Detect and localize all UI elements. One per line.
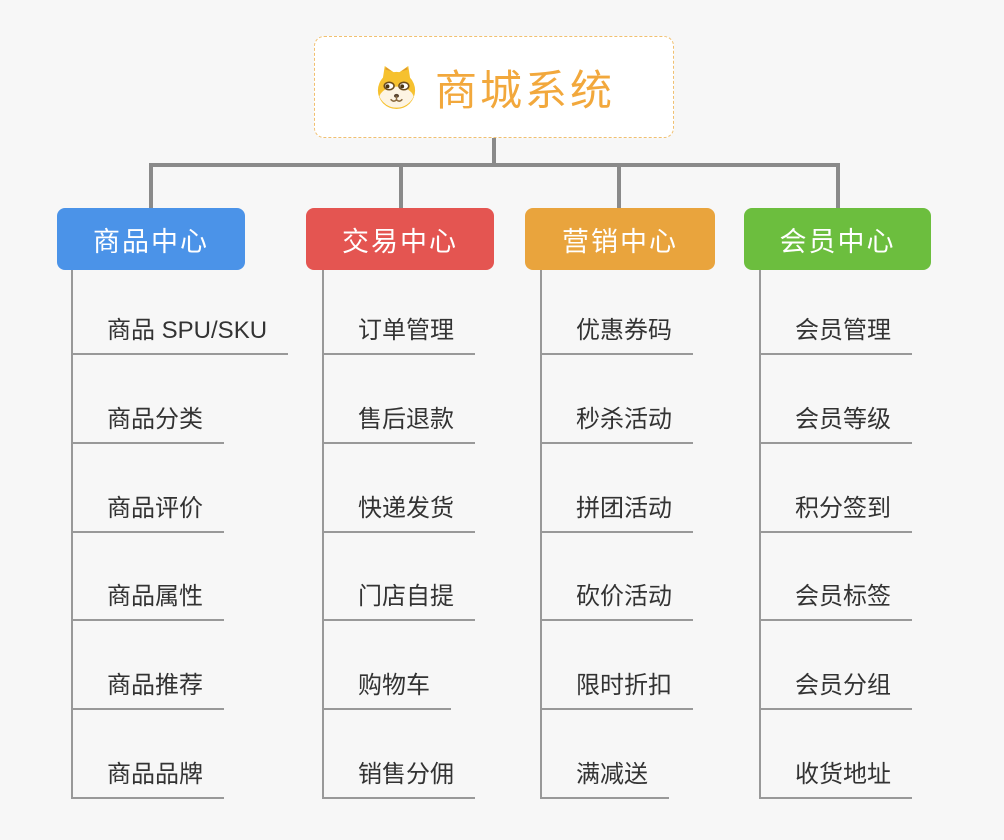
connector-drop-product — [149, 163, 153, 208]
connector-drop-marketing — [617, 163, 621, 208]
leaf-label: 拼团活动 — [542, 488, 693, 533]
leaf-label: 会员标签 — [761, 576, 912, 622]
leaf-node[interactable]: 会员标签 — [761, 533, 912, 622]
leaf-node[interactable]: 拼团活动 — [542, 444, 693, 533]
leaf-label: 会员等级 — [761, 399, 912, 444]
leaf-label: 商品 SPU/SKU — [73, 310, 289, 355]
branch-label: 商品中心 — [93, 226, 209, 257]
root-title: 商城系统 — [434, 66, 615, 114]
branch-label: 交易中心 — [342, 226, 458, 257]
branch-node-product-center[interactable]: 商品中心 — [57, 208, 245, 270]
leaf-label: 优惠券码 — [542, 310, 693, 355]
leaf-label: 收货地址 — [761, 754, 912, 799]
branch-node-marketing-center[interactable]: 营销中心 — [525, 208, 715, 270]
leaf-node[interactable]: 商品分类 — [73, 355, 288, 444]
leaf-node[interactable]: 会员等级 — [761, 355, 912, 444]
leaf-label: 商品评价 — [73, 488, 224, 533]
leaf-node[interactable]: 商品评价 — [73, 444, 288, 533]
leaf-node[interactable]: 秒杀活动 — [542, 355, 693, 444]
leaf-node[interactable]: 收货地址 — [761, 710, 912, 799]
leaf-label: 砍价活动 — [542, 576, 693, 622]
leaf-label: 会员分组 — [761, 665, 912, 711]
leaf-node[interactable]: 售后退款 — [324, 355, 475, 444]
leaf-node[interactable]: 积分签到 — [761, 444, 912, 533]
leaf-node[interactable]: 订单管理 — [324, 270, 475, 355]
branch-node-member-center[interactable]: 会员中心 — [744, 208, 931, 270]
connector-horizontal — [149, 163, 840, 167]
connector-drop-member — [836, 163, 840, 208]
leaf-label: 限时折扣 — [542, 665, 693, 711]
leaf-label: 售后退款 — [324, 399, 475, 444]
leaf-label: 购物车 — [324, 665, 451, 711]
leaf-node[interactable]: 限时折扣 — [542, 621, 693, 711]
leaf-label: 商品分类 — [73, 399, 224, 444]
leaf-label: 商品属性 — [73, 576, 224, 622]
leaf-node[interactable]: 优惠券码 — [542, 270, 693, 355]
shiba-dog-icon — [377, 65, 416, 109]
leaf-node[interactable]: 商品 SPU/SKU — [73, 270, 289, 355]
leaf-label: 订单管理 — [324, 310, 475, 355]
connector-drop-trade — [399, 163, 403, 208]
leaf-column-product-center: 商品 SPU/SKU 商品分类 商品评价 商品属性 商品推荐 商品品牌 — [71, 270, 289, 799]
leaf-label: 商品推荐 — [73, 665, 224, 711]
leaf-label: 销售分佣 — [324, 754, 475, 799]
branch-label: 会员中心 — [779, 226, 896, 257]
leaf-node[interactable]: 购物车 — [324, 621, 475, 711]
leaf-node[interactable]: 销售分佣 — [324, 710, 475, 799]
leaf-node[interactable]: 会员管理 — [761, 270, 912, 355]
leaf-node[interactable]: 满减送 — [542, 710, 693, 799]
leaf-column-trade-center: 订单管理 售后退款 快递发货 门店自提 购物车 销售分佣 — [322, 270, 475, 799]
leaf-node[interactable]: 商品属性 — [73, 533, 288, 622]
leaf-label: 会员管理 — [761, 310, 912, 355]
leaf-label: 秒杀活动 — [542, 399, 693, 444]
connector-root-drop — [492, 138, 496, 166]
branch-label: 营销中心 — [562, 226, 678, 257]
leaf-column-member-center: 会员管理 会员等级 积分签到 会员标签 会员分组 收货地址 — [759, 270, 912, 799]
leaf-node[interactable]: 商品推荐 — [73, 621, 288, 711]
leaf-node[interactable]: 砍价活动 — [542, 533, 693, 622]
leaf-label: 商品品牌 — [73, 754, 224, 799]
leaf-label: 快递发货 — [324, 488, 475, 533]
leaf-node[interactable]: 快递发货 — [324, 444, 475, 533]
leaf-label: 满减送 — [542, 754, 669, 799]
leaf-node[interactable]: 商品品牌 — [73, 710, 288, 799]
leaf-label: 门店自提 — [324, 576, 475, 622]
root-node-mall-system[interactable]: 商城系统 — [314, 36, 674, 138]
branch-node-trade-center[interactable]: 交易中心 — [306, 208, 494, 270]
leaf-column-marketing-center: 优惠券码 秒杀活动 拼团活动 砍价活动 限时折扣 满减送 — [540, 270, 693, 799]
leaf-node[interactable]: 门店自提 — [324, 533, 475, 622]
leaf-node[interactable]: 会员分组 — [761, 621, 912, 711]
leaf-label: 积分签到 — [761, 488, 912, 533]
